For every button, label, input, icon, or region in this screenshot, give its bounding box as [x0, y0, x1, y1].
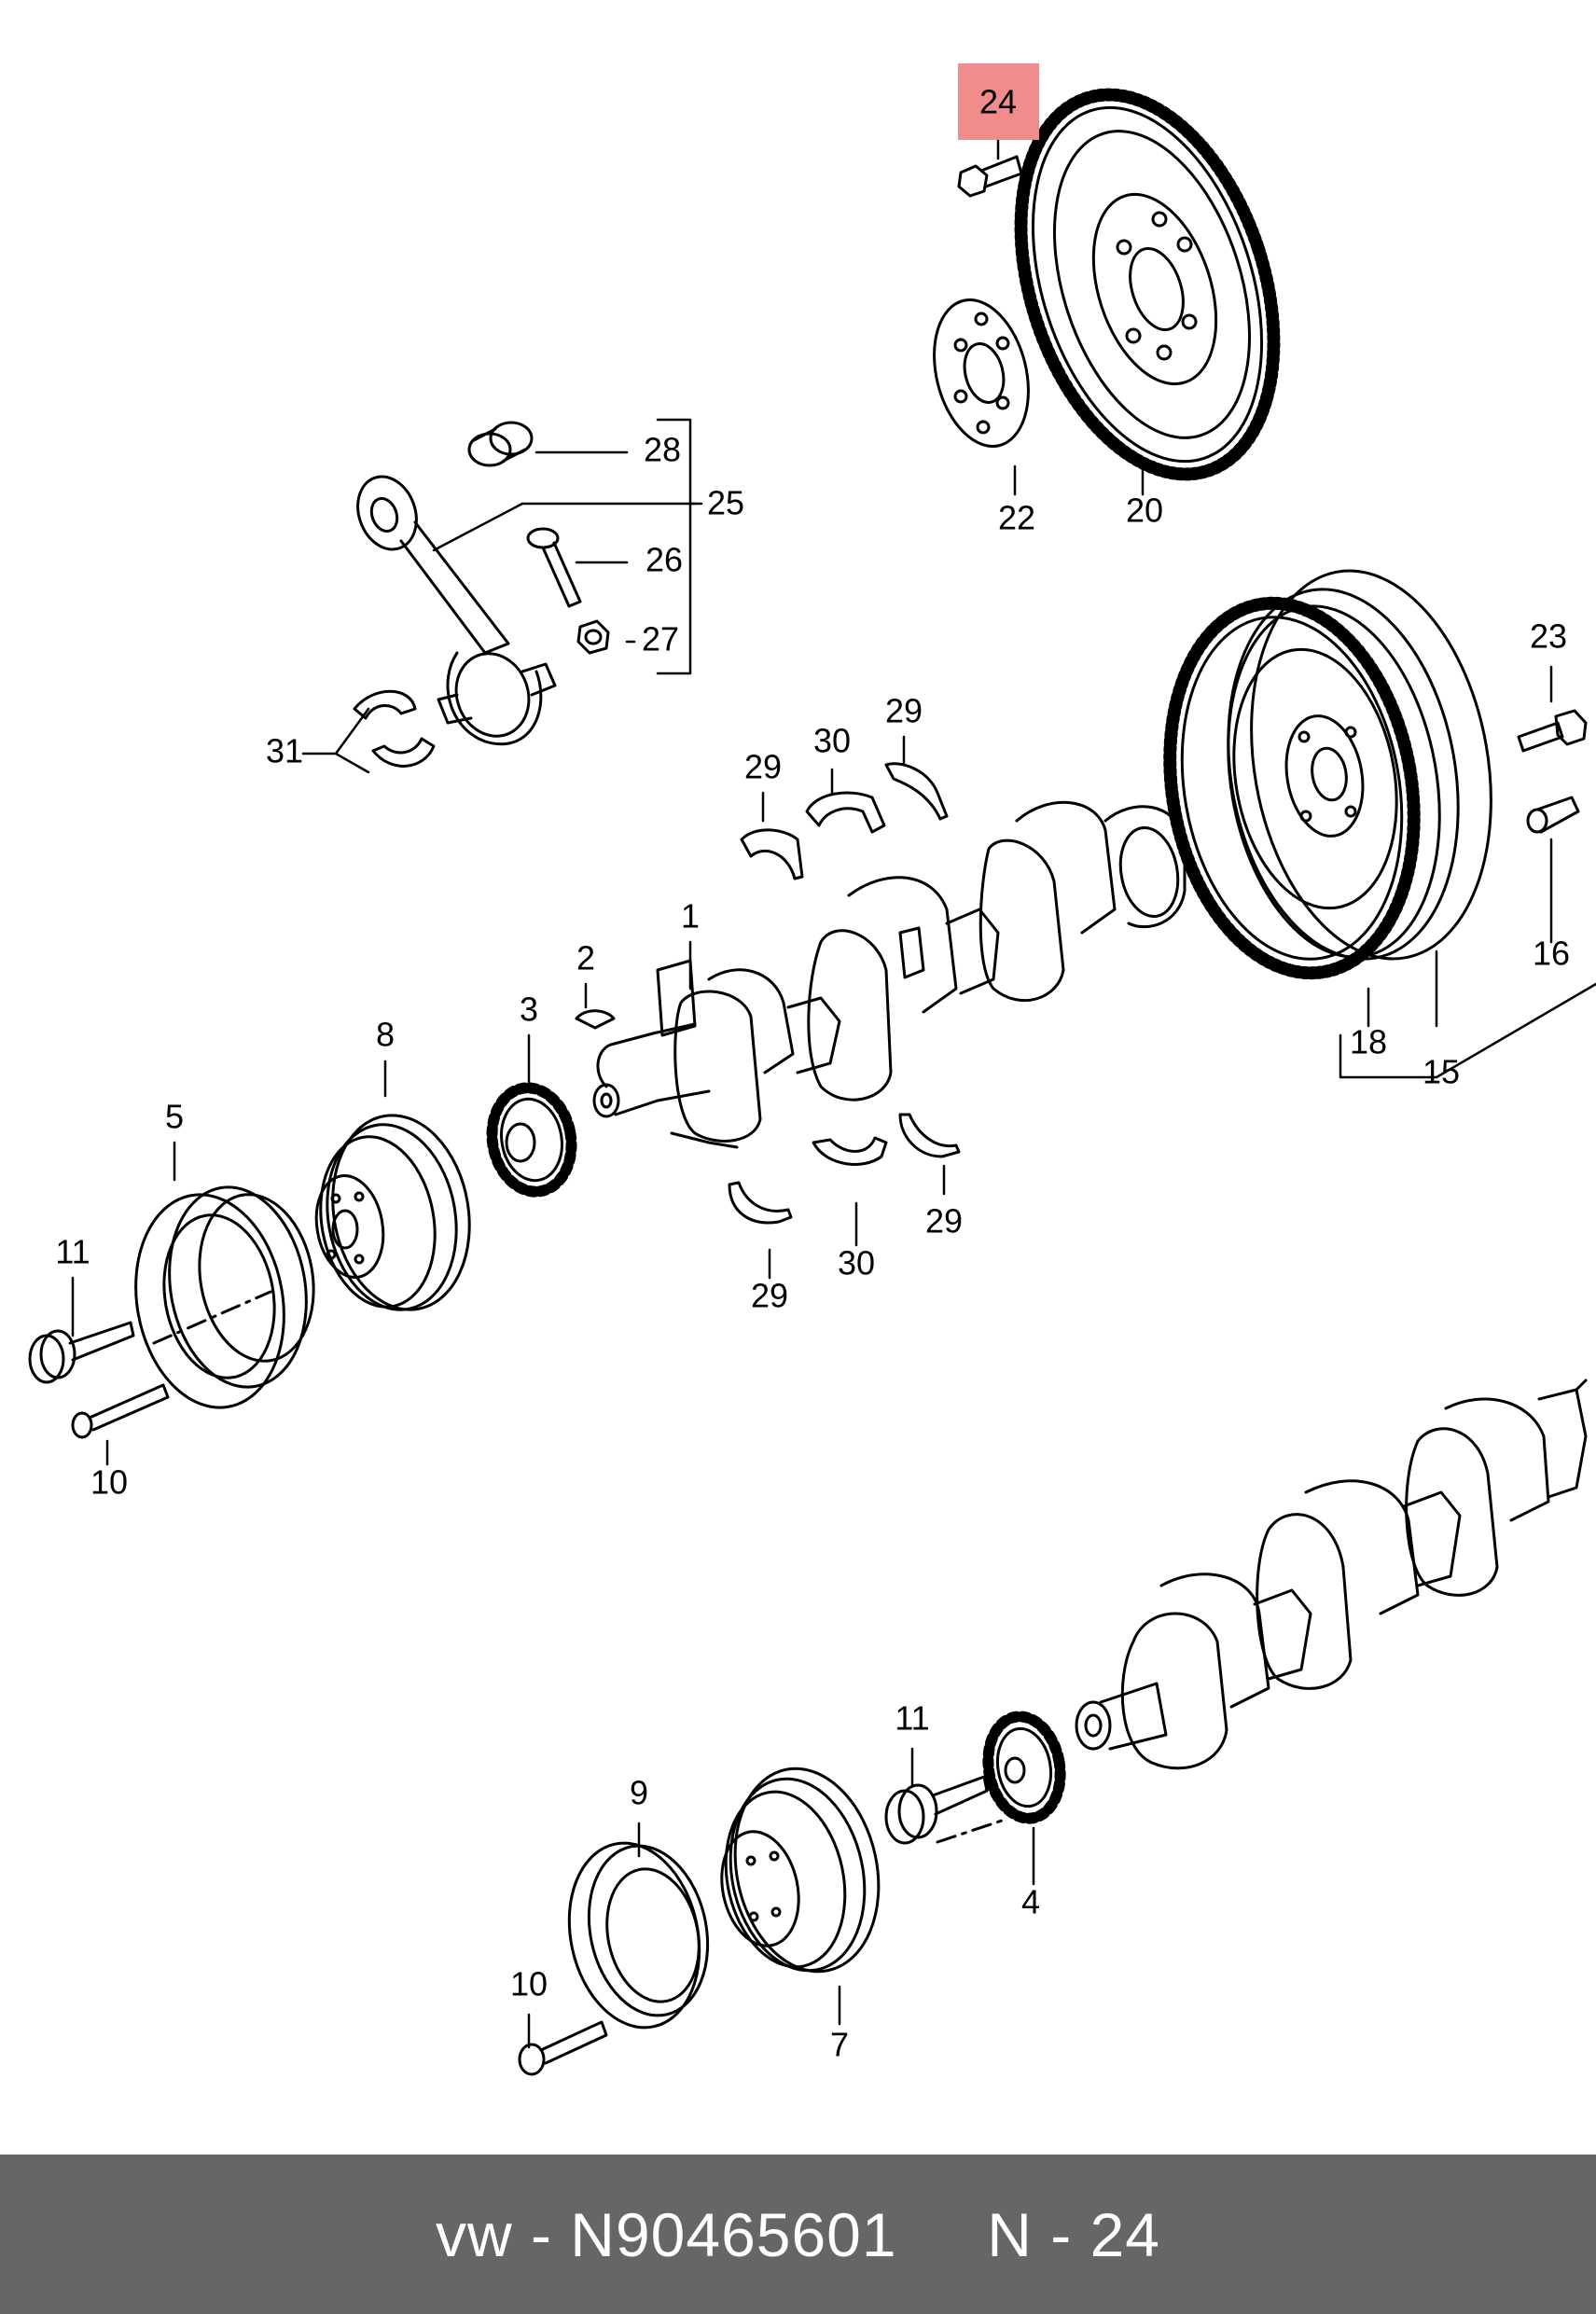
callout-30-b: 30: [838, 1244, 875, 1282]
callout-20: 20: [1126, 492, 1163, 530]
callout-29-d: 29: [751, 1277, 788, 1315]
callout-10-a: 10: [90, 1463, 128, 1502]
callout-22: 22: [998, 499, 1035, 537]
pulley-part-9: [567, 1841, 710, 2030]
bolt-part-24: [957, 155, 1023, 198]
callout-24-top: 24: [979, 83, 1017, 121]
callout-15: 15: [1423, 1053, 1460, 1091]
callout-23: 23: [1530, 617, 1567, 656]
connecting-rod-assembly: [356, 421, 610, 746]
dowel-part-16: [1526, 796, 1580, 834]
callout-29-c: 29: [925, 1202, 963, 1240]
callout-1: 1: [681, 897, 700, 935]
callout-11-b: 11: [895, 1699, 929, 1738]
callout-26: 26: [645, 541, 683, 579]
bolt-part-11-upper: [28, 1321, 135, 1384]
callout-9: 9: [630, 1774, 648, 1812]
key-part-2: [575, 1009, 616, 1030]
plate-part-22: [933, 298, 1030, 448]
callout-5: 5: [165, 1098, 184, 1136]
callout-25: 25: [707, 484, 744, 522]
bolt-part-10-lower: [518, 2020, 608, 2076]
callout-3: 3: [520, 991, 538, 1029]
bolt-part-10-upper: [71, 1383, 170, 1439]
pulley-part-5: [134, 1185, 315, 1409]
part-number-text: vw - N90465601 N - 24: [435, 2199, 1161, 2269]
callout-30-a: 30: [813, 722, 851, 760]
callout-7: 7: [830, 2026, 849, 2064]
thrust-washers-part-29: [728, 762, 961, 1225]
callout-31: 31: [266, 732, 303, 770]
leader-lines: [71, 138, 1596, 2049]
callout-11-a: 11: [55, 1233, 90, 1271]
callout-28: 28: [644, 431, 681, 469]
callout-4: 4: [1021, 1883, 1040, 1921]
callout-8: 8: [376, 1016, 395, 1054]
exploded-parts-diagram: 24 20 22 28 25 26 27 31 23 16 15 18 29 3…: [28, 63, 1596, 2076]
main-bearing-part-30: [805, 791, 888, 1166]
callout-29-b: 29: [885, 692, 923, 730]
callout-29-a: 29: [744, 748, 782, 786]
bolt-part-23: [1517, 709, 1588, 753]
ring-gear-part-18: [1163, 596, 1421, 980]
callout-16: 16: [1533, 935, 1570, 973]
damper-part-7: [720, 1767, 881, 1974]
damper-part-8: [314, 1114, 471, 1311]
conrod-bearing-part-31: [353, 689, 436, 768]
callout-labels: 24 20 22 28 25 26 27 31 23 16 15 18 29 3…: [55, 83, 1570, 2064]
callout-2: 2: [576, 939, 595, 977]
callout-27: 27: [642, 620, 679, 658]
callout-10-b: 10: [510, 1965, 548, 2003]
flywheel-part-20: [1014, 88, 1281, 481]
highlight-box: [958, 63, 1039, 140]
part-number-footer: vw - N90465601 N - 24: [0, 2155, 1596, 2314]
bolt-part-11-lower: [884, 1775, 1009, 1845]
sprocket-part-3: [486, 1082, 577, 1198]
callout-18: 18: [1350, 1023, 1387, 1061]
crankshaft-part-1: [592, 800, 1187, 1149]
crankshaft-lower: [1075, 1379, 1588, 1770]
sprocket-part-4: [982, 1711, 1066, 1824]
